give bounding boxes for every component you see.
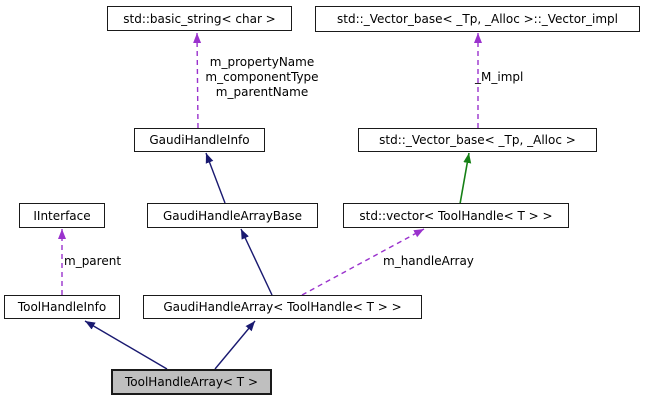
edge-label-line: m_parentName <box>215 85 309 99</box>
node-std-vector-impl[interactable]: std::_Vector_base< _Tp, _Alloc >::_Vecto… <box>315 6 640 32</box>
node-std-vector-base[interactable]: std::_Vector_base< _Tp, _Alloc > <box>358 128 597 152</box>
edge-label-m-parent: m_parent <box>64 254 122 268</box>
node-tool-handle-info[interactable]: ToolHandleInfo <box>4 295 120 319</box>
edge-stdvector-to-vectorbase <box>459 152 472 205</box>
node-iinterface[interactable]: IInterface <box>19 203 105 228</box>
edge-gaudihandlearray-to-gaudihandlearraybase <box>240 228 273 296</box>
node-gaudi-handle-array[interactable]: GaudiHandleArray< ToolHandle< T > > <box>143 295 422 319</box>
node-gaudi-handle-array-base[interactable]: GaudiHandleArrayBase <box>147 203 318 228</box>
node-gaudi-handle-info[interactable]: GaudiHandleInfo <box>134 128 265 152</box>
node-tool-handle-array: ToolHandleArray< T > <box>111 369 272 395</box>
edge-label-basic-string-members: m_propertyName m_componentType m_parentN… <box>196 55 328 100</box>
edge-gaudihandlearraybase-to-gaudihandleinfo <box>205 152 226 204</box>
edge-label-line: m_propertyName <box>209 55 315 69</box>
edge-toolhandlearray-to-toolhandleinfo <box>84 320 168 370</box>
edge-toolhandlearray-to-gaudihandlearray <box>214 320 256 370</box>
edge-label-m-handle-array: m_handleArray <box>383 254 474 268</box>
edge-label-line: m_componentType <box>205 70 319 84</box>
node-std-basic-string[interactable]: std::basic_string< char > <box>107 6 292 31</box>
edge-gaudihandleinfo-to-basicstring <box>193 32 202 129</box>
edge-label-m-impl: _M_impl <box>475 70 524 84</box>
node-std-vector-toolhandle[interactable]: std::vector< ToolHandle< T > > <box>343 203 569 228</box>
